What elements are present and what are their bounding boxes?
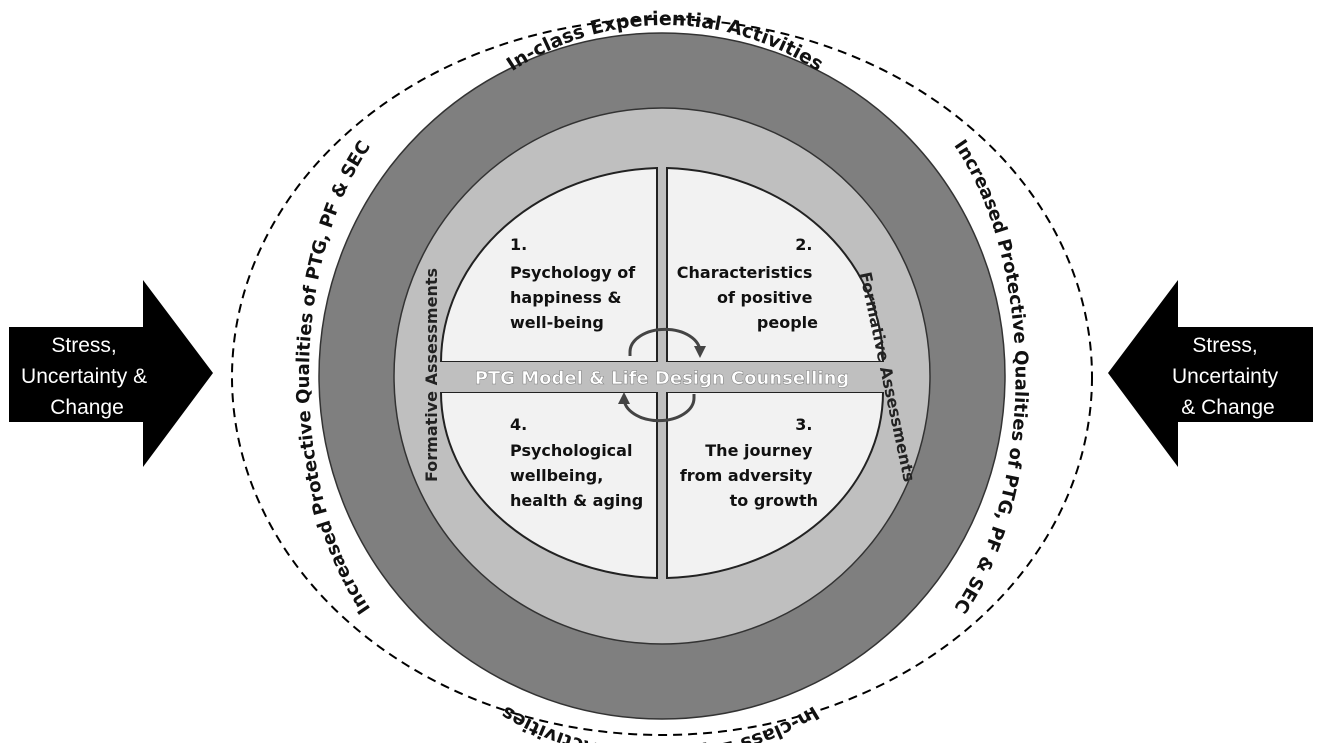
formative-assessments-left-label: Formative Assessments [422, 268, 441, 482]
quadrant-1-label: 1. Psychology of happiness & well-being [510, 235, 641, 332]
right-arrow-shape [1108, 280, 1313, 467]
right-arrow-label: Stress, Uncertainty & Change [1172, 334, 1284, 419]
quadrants [439, 166, 885, 580]
quadrant-2 [666, 166, 885, 363]
quadrant-1 [439, 166, 658, 363]
outer-dashed-boundary [231, 18, 1093, 736]
cycle-arrows-icon [618, 327, 706, 423]
left-stress-arrow: Stress, Uncertainty & Change [9, 280, 213, 467]
quadrant-2-label: 2. Characteristics of positive people [677, 235, 818, 332]
center-band [440, 362, 885, 392]
center-label: PTG Model & Life Design Counselling [475, 368, 850, 389]
quadrant-3 [666, 391, 885, 580]
quadrant-4-label: 4. Psychological wellbeing, health & agi… [510, 415, 643, 510]
right-stress-arrow: Stress, Uncertainty & Change [1108, 280, 1313, 467]
left-arrow-shape [9, 280, 213, 467]
left-arrow-label: Stress, Uncertainty & Change [21, 334, 153, 419]
quadrant-3-label: 3. The journey from adversity to growth [680, 415, 818, 510]
quadrant-4 [439, 391, 658, 580]
